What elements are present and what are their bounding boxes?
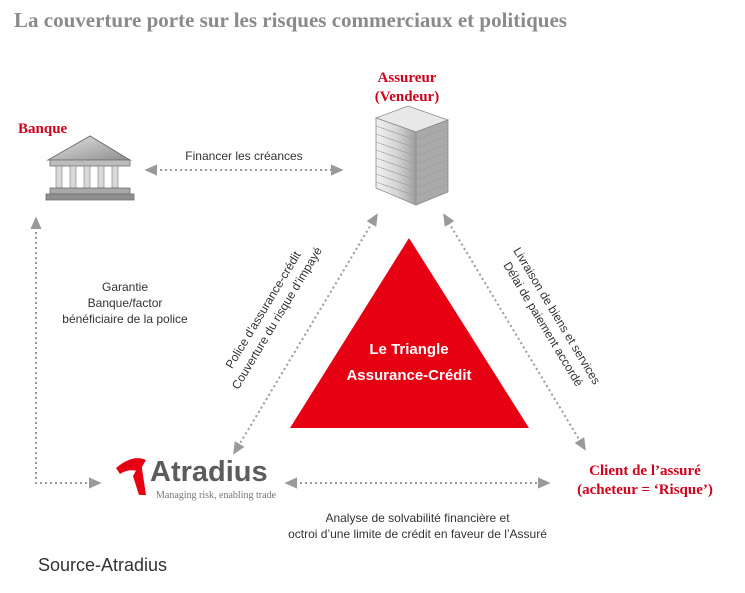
triangle-text-line1: Le Triangle <box>369 341 449 358</box>
label-garantie-line2: Banque/factor <box>87 296 163 310</box>
label-garantie-line3: bénéficiaire de la police <box>62 312 188 326</box>
client-label-line1: Client de l’assuré <box>589 463 701 479</box>
arrow-assureur-atradius <box>233 213 378 455</box>
atradius-logo-tagline: Managing risk, enabling trade <box>156 490 276 501</box>
label-analyse-line1: Analyse de solvabilité financière et <box>325 511 510 525</box>
banque-label: Banque <box>18 121 68 137</box>
client-label-line2: (acheteur = ‘Risque’) <box>577 482 713 498</box>
assureur-label: Assureur (Vendeur) <box>352 69 462 107</box>
bank-building-icon <box>45 135 135 201</box>
source-caption: Source-Atradius <box>38 555 168 575</box>
assureur-label-line1: Assureur <box>377 70 437 86</box>
office-tower-icon <box>374 105 450 206</box>
triangle-text-line2: Assurance-Crédit <box>346 367 472 384</box>
label-financer-creances: Financer les créances <box>185 149 303 163</box>
arrow-assureur-client <box>443 213 586 451</box>
page-title: La couverture porte sur les risques comm… <box>14 8 567 32</box>
label-garantie-line1: Garantie <box>101 280 149 294</box>
triangle-text: Le Triangle Assurance-Crédit <box>329 337 489 389</box>
client-label: Client de l’assuré (acheteur = ‘Risque’) <box>555 462 735 500</box>
credit-triangle <box>290 238 529 428</box>
assureur-label-line2: (Vendeur) <box>374 89 440 105</box>
arrow-banque-atradius <box>30 216 102 489</box>
label-analyse-solvabilite: Analyse de solvabilité financière et oct… <box>260 510 575 542</box>
atradius-logo-name: Atradius <box>150 456 268 488</box>
label-analyse-line2: octroi d’une limite de crédit en faveur … <box>288 527 547 541</box>
atradius-logo-icon <box>116 458 146 495</box>
label-garantie: Garantie Banque/factor bénéficiaire de l… <box>40 279 210 327</box>
